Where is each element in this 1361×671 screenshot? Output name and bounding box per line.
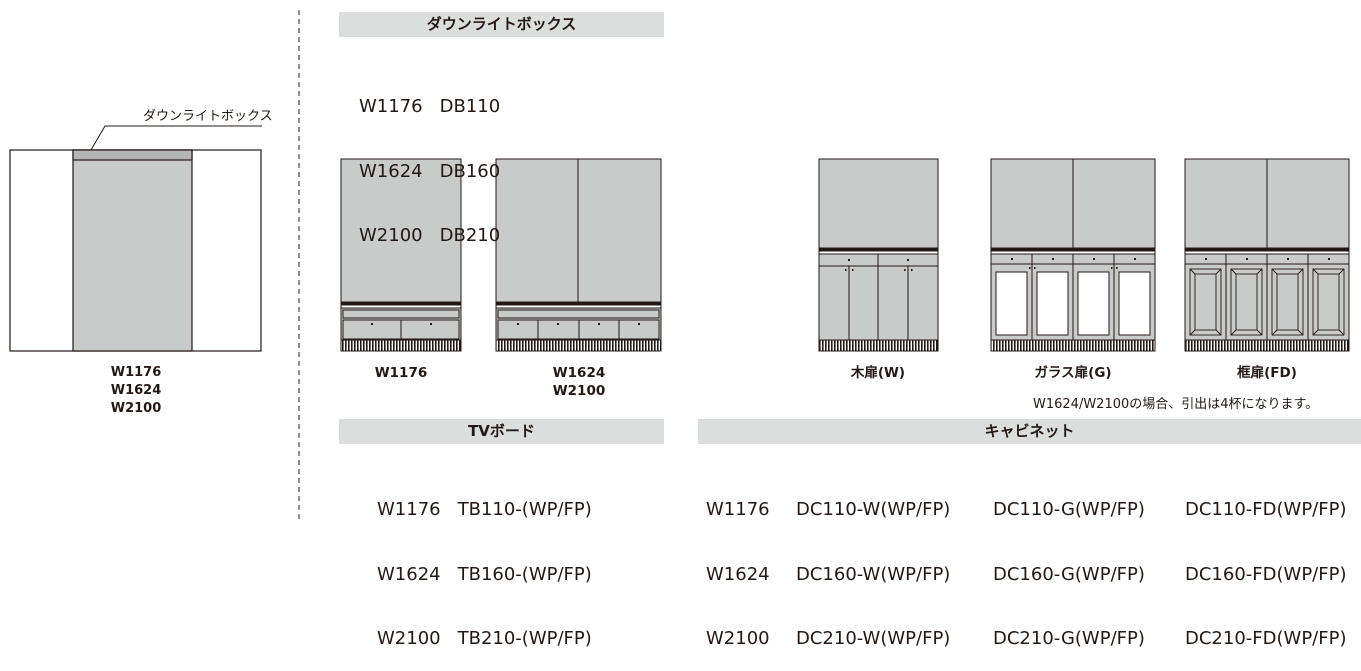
tv-title-bar: TVボード xyxy=(339,419,664,444)
cabinet-title-bar: キャビネット xyxy=(698,419,1361,444)
cabinet-caption-glass: ガラス扉(G) xyxy=(1034,365,1112,381)
cabinet-code: DC210-FD(WP/FP) xyxy=(1185,628,1347,649)
cabinet-code: DC160-G(WP/FP) xyxy=(993,563,1145,585)
overview-size: W2100 xyxy=(110,401,162,416)
cabinet-frame-codes: DC110-FD(WP/FP) DC160-FD(WP/FP) DC210-FD… xyxy=(1185,456,1346,671)
tv-board-caption-1624: W1624 W2100 xyxy=(539,364,619,400)
cabinet-wood-door-drawing xyxy=(818,158,939,352)
cabinet-code: DC110-W(WP/FP) xyxy=(796,499,951,520)
cabinet-frame-door-drawing xyxy=(1184,158,1350,352)
cabinet-code: DC210-G(WP/FP) xyxy=(993,628,1145,649)
cabinet-code: DC110-FD(WP/FP) xyxy=(1185,499,1347,520)
cabinet-width: W1176 xyxy=(706,499,770,520)
cabinet-code: DC210-W(WP/FP) xyxy=(796,628,951,649)
downlight-title-bar: ダウンライトボックス xyxy=(339,12,664,37)
cabinet-width-list: W1176 W1624 W2100 xyxy=(706,456,770,671)
cabinet-glass-codes: DC110-G(WP/FP) DC160-G(WP/FP) DC210-G(WP… xyxy=(993,456,1145,671)
overview-size: W1624 xyxy=(110,383,162,398)
tv-board-w1624-drawing xyxy=(495,158,662,352)
cabinet-width: W2100 xyxy=(706,628,770,649)
cabinet-width: W1624 xyxy=(706,563,770,585)
overview-size: W1176 xyxy=(110,365,162,380)
cabinet-glass-door-drawing xyxy=(990,158,1156,352)
cabinet-wood-codes: DC110-W(WP/FP) DC160-W(WP/FP) DC210-W(WP… xyxy=(796,456,950,671)
cabinet-code: DC110-G(WP/FP) xyxy=(993,499,1145,520)
tv-board-w1176-drawing xyxy=(340,158,462,352)
tv-board-caption-1176: W1176 xyxy=(374,365,428,381)
downlight-callout: ダウンライトボックス xyxy=(143,109,273,124)
overview-drawing xyxy=(9,125,262,352)
cabinet-caption-wood: 木扉(W) xyxy=(850,365,906,381)
cabinet-code: DC160-FD(WP/FP) xyxy=(1185,563,1347,585)
cabinet-code: DC160-W(WP/FP) xyxy=(796,563,951,585)
overview-size-list: W1176 W1624 W2100 xyxy=(96,364,176,418)
cabinet-drawer-note: W1624/W2100の場合、引出は4杯になります。 xyxy=(1033,397,1319,412)
cabinet-caption-frame: 框扉(FD) xyxy=(1237,365,1297,381)
tv-caption-size: W2100 xyxy=(552,383,606,399)
drawings xyxy=(9,10,1350,521)
tv-caption-size: W1624 xyxy=(552,365,606,381)
